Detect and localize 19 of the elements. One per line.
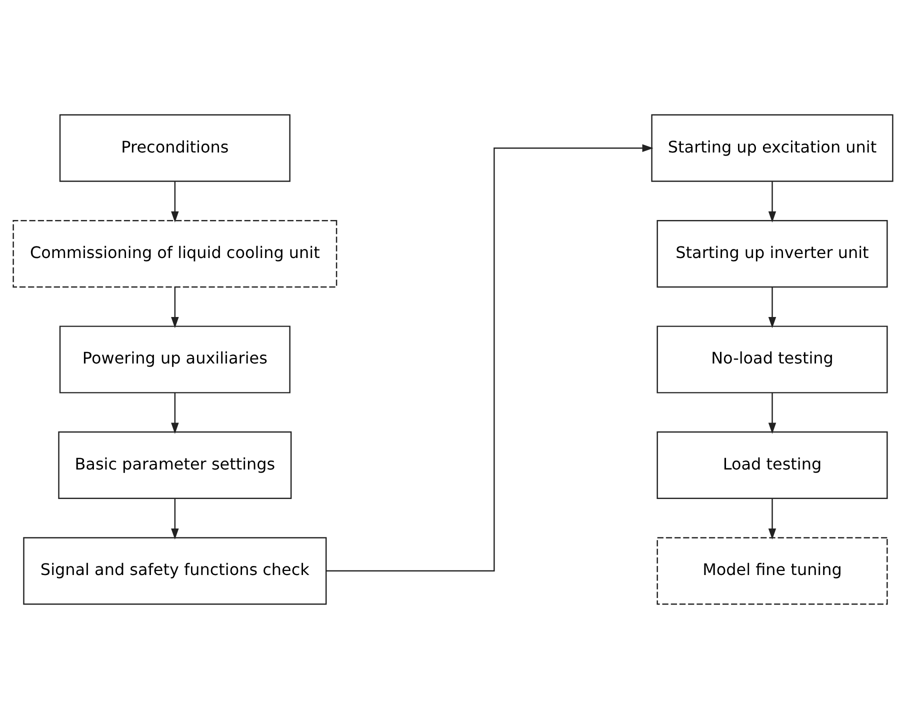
node-box: Load testing xyxy=(656,430,888,498)
arrow xyxy=(171,392,179,434)
arrow xyxy=(171,286,179,328)
node-box: Model fine tuning xyxy=(656,536,888,604)
node-box: Basic parameter settings xyxy=(58,430,292,498)
arrow xyxy=(171,498,179,540)
node-box: Commissioning of liquid cooling unit xyxy=(12,220,338,288)
arrow xyxy=(768,286,776,328)
arrow xyxy=(326,144,654,572)
node-box: Starting up inverter unit xyxy=(656,220,888,288)
arrow xyxy=(768,498,776,540)
node-box: Signal and safety functions check xyxy=(23,536,327,604)
node-box: Powering up auxiliaries xyxy=(59,325,290,393)
arrow xyxy=(768,181,776,222)
node-box: No-load testing xyxy=(656,325,888,393)
arrow xyxy=(768,392,776,434)
arrow xyxy=(171,181,179,222)
node-box: Starting up excitation unit xyxy=(651,114,894,182)
node-box: Preconditions xyxy=(59,114,290,182)
